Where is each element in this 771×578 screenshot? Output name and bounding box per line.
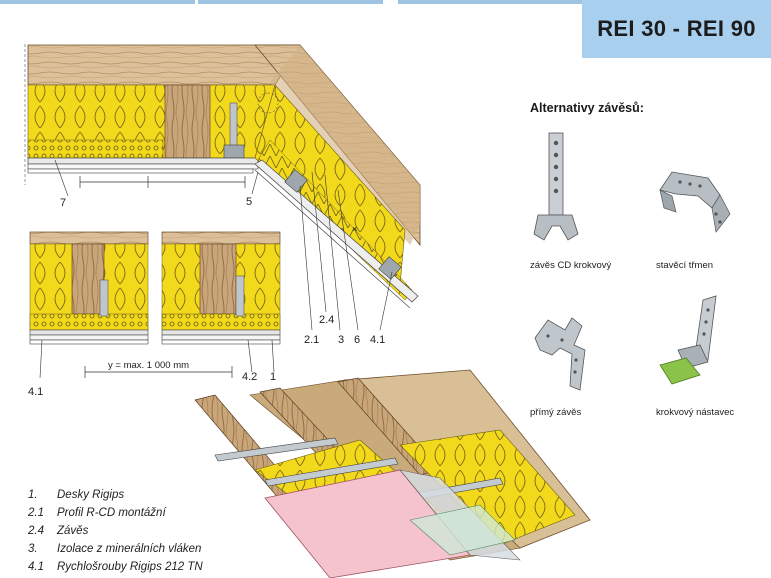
roof-slope-section: ×: [254, 44, 421, 309]
adjustable-stirrup-icon: [659, 171, 731, 233]
alternatives-title: Alternativy závěsů:: [530, 101, 644, 115]
legend-item: 2.4 Závěs: [28, 522, 203, 540]
direct-hanger-icon: [534, 317, 586, 391]
callout-6: 6: [354, 334, 360, 346]
callout-4-1-left: 4.1: [28, 386, 43, 398]
callout-2-1: 2.1: [304, 334, 319, 346]
callout-4-1-top: 4.1: [370, 334, 385, 346]
callout-2-4: 2.4: [319, 314, 334, 326]
legend-text: Rychlošrouby Rigips 212 TN: [57, 561, 203, 573]
spacing-label: y = max. 1 000 mm: [108, 360, 189, 371]
cd-rafter-hanger-icon: [533, 132, 579, 241]
legend-item: 3. Izolace z minerálních vláken: [28, 540, 203, 558]
legend-text: Profil R-CD montážní: [57, 507, 166, 519]
rating-badge: REI 30 - REI 90: [582, 0, 771, 58]
callout-1: 1: [270, 371, 276, 383]
legend-text: Desky Rigips: [57, 489, 125, 501]
legend-item: 4.1 Rychlošrouby Rigips 212 TN: [28, 558, 203, 576]
legend-number: 3.: [28, 543, 38, 555]
legend-list: 1. Desky Rigips 2.1 Profil R-CD montážní 2…: [28, 486, 203, 576]
legend-number: 1.: [28, 489, 38, 501]
top-tab-3: [398, 0, 583, 4]
callout-4-2: 4.2: [242, 371, 257, 383]
svg-text:×: ×: [352, 224, 358, 235]
alt-label-adjustable-stirrup: stavěcí třmen: [656, 260, 714, 271]
top-tab-1: [0, 0, 195, 4]
section-left-a: [29, 231, 149, 379]
alt-label-cd-rafter-hanger: závěs CD krokvový: [530, 260, 612, 271]
top-tab-2: [198, 0, 383, 4]
leader-lines: [54, 159, 393, 331]
legend-number: 4.1: [28, 561, 44, 573]
alt-label-rafter-extension: krokvový nástavec: [656, 407, 735, 418]
callout-5: 5: [246, 196, 252, 208]
legend-text: Závěs: [57, 525, 89, 537]
legend-number: 2.4: [28, 525, 44, 537]
rafter-extension-icon: [659, 295, 717, 385]
legend-number: 2.1: [28, 507, 44, 519]
callout-3: 3: [338, 334, 344, 346]
legend-item: 2.1 Profil R-CD montážní: [28, 504, 203, 522]
section-left-b: [161, 231, 281, 373]
legend-text: Izolace z minerálních vláken: [57, 543, 202, 555]
callout-7: 7: [60, 197, 66, 209]
alt-label-direct-hanger: přímý závěs: [530, 407, 582, 418]
legend-item: 1. Desky Rigips: [28, 486, 203, 504]
isometric-view: [194, 369, 591, 578]
spacing-dimension: [84, 366, 233, 378]
